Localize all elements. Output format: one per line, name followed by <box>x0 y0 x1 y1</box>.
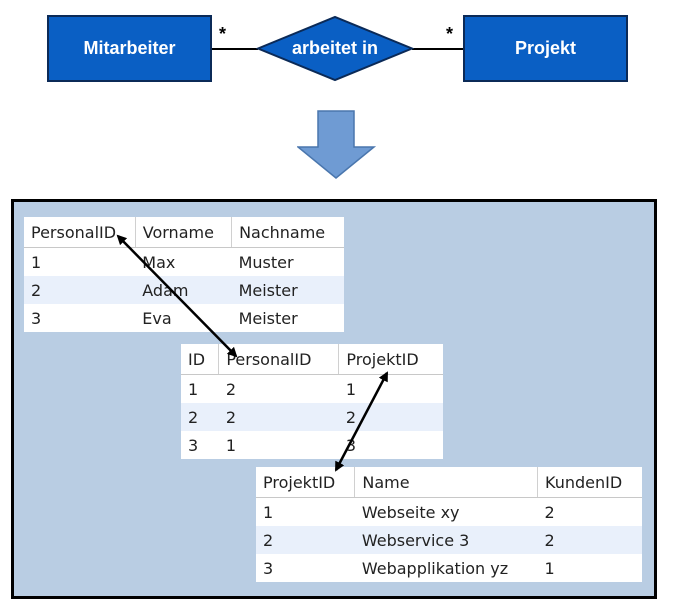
entity-mitarbeiter: Mitarbeiter <box>47 15 212 82</box>
column-header: KundenID <box>537 467 642 498</box>
table-cell: Max <box>142 252 176 272</box>
connector-left <box>212 48 258 50</box>
table-cell: Webservice 3 <box>354 526 538 554</box>
table-cell: 2 <box>544 502 555 522</box>
table-row: 2 Adam Meister <box>24 276 344 304</box>
table-cell: 2 <box>225 379 237 399</box>
table-cell: 3 <box>345 435 357 455</box>
down-arrow-icon <box>297 110 377 179</box>
table-cell: 3 <box>31 308 42 328</box>
column-header: Vorname <box>135 217 233 248</box>
table-cell: 2 <box>256 526 355 554</box>
table-header-row: PersonalID Vorname Nachname <box>24 217 344 248</box>
table-header-row: ID PersonalID ProjektID <box>181 344 443 375</box>
table-row: 1 Webseite xy 2 <box>256 498 642 527</box>
table-row: 3 Eva Meister <box>24 304 344 332</box>
relationship-label: arbeitet in <box>291 38 379 58</box>
table-cell: 2 <box>218 403 339 431</box>
table-zuordnung: ID PersonalID ProjektID 1 2 1 2 2 2 3 1 … <box>181 344 443 459</box>
table-row: 2 Webservice 3 2 <box>256 526 642 554</box>
column-header: PersonalID <box>24 217 136 248</box>
table-cell: Adam <box>135 276 232 304</box>
table-cell: Webapplikation yz <box>361 558 509 578</box>
table-cell: Eva <box>142 308 172 328</box>
table-cell: 2 <box>338 403 443 431</box>
table-header-row: ProjektID Name KundenID <box>256 467 642 498</box>
column-header: ID <box>181 344 220 375</box>
table-cell: Meister <box>231 276 344 304</box>
table-cell: 2 <box>24 276 136 304</box>
column-header: Name <box>354 467 539 498</box>
entity-projekt: Projekt <box>463 15 628 82</box>
table-row: 2 2 2 <box>181 403 443 431</box>
relationship-arbeitet-in: arbeitet in <box>256 15 414 82</box>
table-cell: 1 <box>544 558 555 578</box>
table-cell: 1 <box>31 252 42 272</box>
table-cell: 1 <box>263 502 274 522</box>
table-cell: 1 <box>188 379 199 399</box>
column-header: Nachname <box>231 217 344 248</box>
table-row: 1 2 1 <box>181 375 443 404</box>
table-cell: 1 <box>225 435 237 455</box>
entity-mitarbeiter-label: Mitarbeiter <box>83 38 176 58</box>
table-cell: 3 <box>188 435 199 455</box>
table-projekt: ProjektID Name KundenID 1 Webseite xy 2 … <box>256 467 642 582</box>
entity-projekt-label: Projekt <box>514 38 577 58</box>
table-cell: 3 <box>263 558 274 578</box>
table-cell: Muster <box>238 252 294 272</box>
column-header: ProjektID <box>256 467 356 498</box>
column-header: ProjektID <box>338 344 443 375</box>
multiplicity-right: * <box>446 24 454 44</box>
multiplicity-left: * <box>219 24 227 44</box>
connector-right <box>412 48 464 50</box>
table-row: 1 Max Muster <box>24 248 344 277</box>
table-cell: Webseite xy <box>361 502 460 522</box>
table-cell: 2 <box>181 403 219 431</box>
table-cell: 2 <box>537 526 642 554</box>
table-cell: Meister <box>238 308 298 328</box>
column-header: PersonalID <box>218 344 340 375</box>
table-row: 3 1 3 <box>181 431 443 459</box>
table-cell: 1 <box>345 379 357 399</box>
relationship-diamond <box>256 15 414 82</box>
table-mitarbeiter: PersonalID Vorname Nachname 1 Max Muster… <box>24 217 344 332</box>
table-row: 3 Webapplikation yz 1 <box>256 554 642 582</box>
